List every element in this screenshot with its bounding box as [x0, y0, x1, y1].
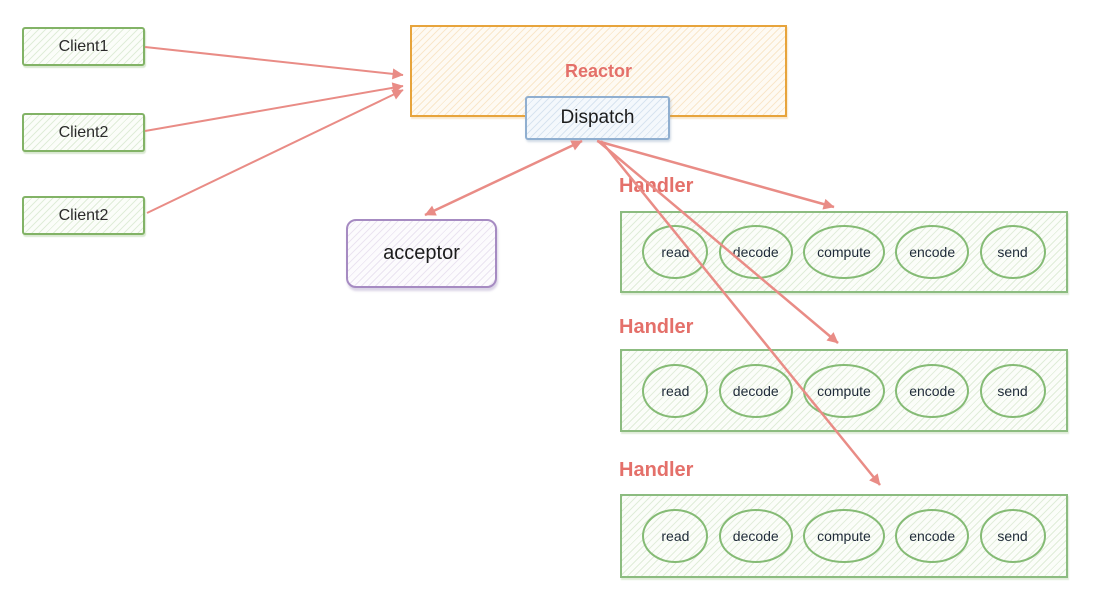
handler1-step-decode: decode [718, 225, 793, 279]
acceptor-node: acceptor [346, 219, 497, 288]
handler2-step-compute: compute [803, 363, 885, 418]
handler1-step-compute: compute [803, 225, 885, 279]
arrow-client3-to-reactor [146, 89, 404, 214]
handler2-title: Handler [619, 316, 694, 338]
arrow-client1-to-reactor [144, 46, 404, 80]
handler3-title: Handler [619, 459, 694, 481]
handler1-node: read decode compute encode send [620, 211, 1068, 293]
handler1-step-send: send [979, 225, 1046, 279]
client3-node: Client2 [22, 196, 145, 235]
arrow-dispatch-acceptor [424, 139, 583, 217]
handler2-step-encode: encode [895, 363, 970, 418]
client2-node: Client2 [22, 113, 145, 152]
client3-label: Client2 [58, 206, 109, 224]
dispatch-node: Dispatch [525, 96, 670, 140]
reactor-node: Reactor [410, 25, 787, 117]
handler1-step-read: read [642, 225, 709, 279]
handler3-step-compute: compute [803, 509, 885, 563]
handler3-step-read: read [642, 509, 709, 563]
handler1-title: Handler [619, 175, 694, 197]
handler3-step-send: send [979, 509, 1046, 563]
dispatch-label: Dispatch [560, 107, 635, 128]
handler2-node: read decode compute encode send [620, 349, 1068, 432]
handler2-step-read: read [642, 363, 709, 418]
arrow-client2-to-reactor [144, 82, 404, 132]
acceptor-label: acceptor [383, 242, 460, 264]
handler2-step-decode: decode [718, 363, 793, 418]
client1-node: Client1 [22, 27, 145, 66]
handler3-node: read decode compute encode send [620, 494, 1068, 578]
handler3-step-encode: encode [895, 509, 970, 563]
reactor-label: Reactor [564, 60, 633, 81]
handler1-step-encode: encode [895, 225, 970, 279]
handler2-step-send: send [979, 363, 1046, 418]
handler3-step-decode: decode [718, 509, 793, 563]
client1-label: Client1 [58, 37, 109, 55]
client2-label: Client2 [58, 123, 109, 141]
